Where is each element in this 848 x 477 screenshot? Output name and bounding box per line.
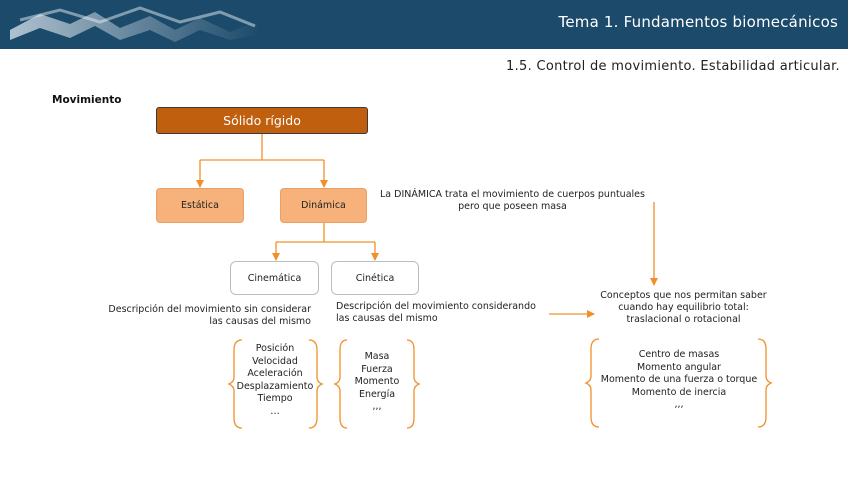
node-solido-rigido: Sólido rígido — [156, 107, 368, 134]
page-subtitle: 1.5. Control de movimiento. Estabilidad … — [506, 59, 840, 74]
connector-dinamica-split — [276, 223, 375, 243]
page-header: Tema 1. Fundamentos biomecánicos — [0, 0, 848, 49]
list-item: Desplazamiento — [236, 380, 314, 392]
conceptos-items: Centro de masas Momento angular Momento … — [594, 349, 764, 412]
header-logo — [10, 6, 260, 42]
list-item: Fuerza — [361, 363, 393, 375]
cinematica-items: Posición Velocidad Aceleración Desplazam… — [236, 343, 314, 419]
list-item: Aceleración — [247, 368, 303, 380]
node-estatica: Estática — [156, 188, 244, 223]
list-item: Momento angular — [637, 361, 721, 373]
list-item: Centro de masas — [638, 349, 720, 360]
list-item: ,,, — [372, 401, 382, 413]
list-item: Velocidad — [252, 355, 298, 367]
node-cinetica: Cinética — [331, 261, 419, 295]
cinetica-description: Descripción del movimiento considerando … — [336, 301, 536, 324]
list-item: Masa — [364, 351, 390, 362]
node-dinamica: Dinámica — [280, 188, 367, 223]
brace-cinematica-right — [308, 339, 324, 429]
list-item: ,,, — [674, 399, 684, 411]
brace-cinematica-left — [227, 339, 243, 429]
brace-conceptos-left — [584, 338, 600, 428]
brace-conceptos-right — [757, 338, 773, 428]
list-item: Momento — [354, 376, 400, 388]
cinetica-items: Masa Fuerza Momento Energía ,,, — [343, 351, 411, 414]
brace-cinetica-right — [406, 339, 421, 429]
conceptos-text: Conceptos que nos permitan saber cuando … — [600, 290, 767, 325]
list-item: Momento de inercia — [631, 386, 727, 398]
header-title: Tema 1. Fundamentos biomecánicos — [558, 13, 838, 31]
dinamica-note: La DINÁMICA trata el movimiento de cuerp… — [380, 189, 645, 212]
section-label: Movimiento — [52, 94, 122, 106]
connector-root-split — [200, 134, 324, 161]
cinematica-description: Descripción del movimiento sin considera… — [108, 304, 311, 327]
node-cinematica: Cinemática — [230, 261, 319, 295]
brace-cinetica-left — [333, 339, 348, 429]
list-item: Energía — [358, 388, 396, 400]
list-item: Tiempo — [257, 393, 293, 405]
list-item: Posición — [255, 343, 295, 354]
list-item: Momento de una fuerza o torque — [600, 374, 758, 386]
list-item: … — [270, 405, 280, 417]
